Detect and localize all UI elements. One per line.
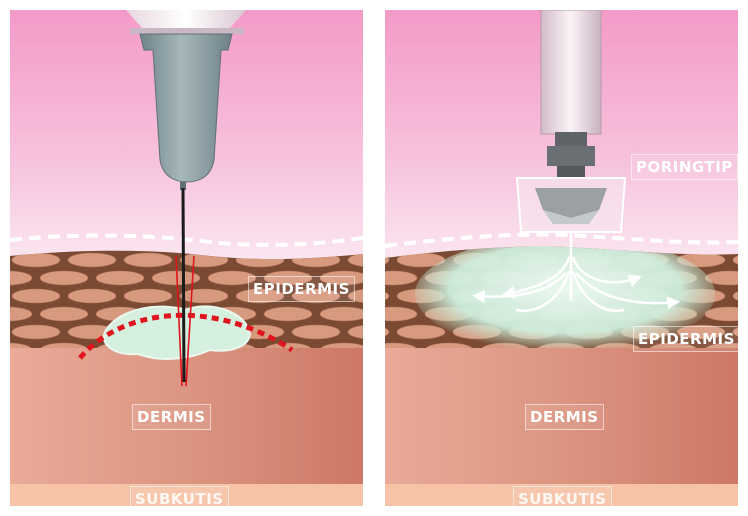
skin-cell — [319, 342, 363, 348]
skin-cell — [263, 270, 313, 286]
skin-cell — [179, 288, 229, 304]
skin-cell — [291, 324, 341, 340]
skin-cell — [732, 252, 738, 268]
skin-cell — [385, 342, 418, 348]
subcutis-layer — [10, 484, 363, 506]
skin-cell — [10, 270, 33, 286]
skin-cell — [319, 306, 363, 322]
hypodermic-needle-icon — [126, 10, 246, 383]
skin-cell — [123, 252, 173, 268]
epidermis-label: EPIDERMIS — [248, 276, 355, 302]
skin-cell — [11, 288, 61, 304]
skin-cell — [291, 288, 341, 304]
skin-cell — [39, 306, 89, 322]
skin-cell — [39, 342, 89, 348]
skin-cell — [67, 288, 117, 304]
skin-cell — [319, 270, 363, 286]
skin-cell — [385, 288, 390, 304]
skin-cell — [207, 270, 257, 286]
skin-cell — [732, 288, 738, 304]
skin-cell — [263, 342, 313, 348]
skin-cell — [10, 342, 33, 348]
damage-zone-arc — [78, 312, 294, 360]
skin-cell — [396, 324, 446, 340]
diffusion-arrows-icon — [471, 230, 681, 313]
poringtip-label: PORINGTIP — [631, 154, 738, 180]
skin-cell — [385, 324, 390, 340]
skin-cell — [95, 270, 145, 286]
needle-track-line — [185, 255, 195, 387]
subcutis-layer — [385, 484, 738, 506]
skin-cell — [67, 252, 117, 268]
skin-cell — [704, 342, 738, 348]
dermis-layer — [385, 340, 738, 486]
skin-cell — [11, 324, 61, 340]
poringtip-illustration — [385, 10, 738, 506]
poringtip-panel: PORINGTIP EPIDERMIS DERMIS SUBKUTIS — [385, 10, 738, 506]
skin-cell — [385, 306, 418, 322]
skin-cell — [385, 270, 418, 286]
skin-cell — [347, 288, 363, 304]
skin-cell — [123, 288, 173, 304]
epidermis-label: EPIDERMIS — [633, 326, 738, 352]
skin-cell — [263, 306, 313, 322]
skin-cell — [347, 252, 363, 268]
needle-track-line — [175, 255, 183, 387]
skin-surface-line — [10, 233, 363, 247]
poringtip-device-icon — [515, 10, 627, 233]
skin-cell — [10, 306, 33, 322]
skin-cell — [732, 324, 738, 340]
dermis-layer — [10, 340, 363, 486]
needle-injection-illustration — [10, 10, 363, 506]
dermis-label: DERMIS — [132, 404, 211, 430]
skin-cell — [424, 342, 474, 348]
subcutis-label: SUBKUTIS — [513, 486, 612, 506]
skin-cell — [648, 342, 698, 348]
skin-cell — [347, 324, 363, 340]
subcutis-label: SUBKUTIS — [130, 486, 229, 506]
skin-surface-line — [385, 232, 738, 248]
dermis-label: DERMIS — [525, 404, 604, 430]
skin-cell — [385, 252, 390, 268]
skin-cell — [39, 270, 89, 286]
needle-injection-panel: EPIDERMIS DERMIS SUBKUTIS — [10, 10, 363, 506]
